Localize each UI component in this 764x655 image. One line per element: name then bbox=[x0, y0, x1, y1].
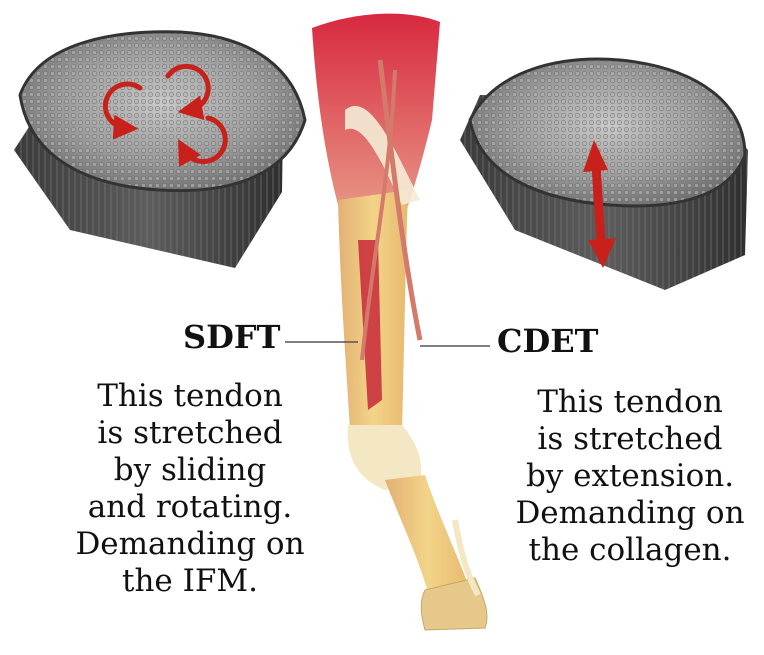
sdft-cross-section bbox=[14, 30, 307, 268]
cdet-description: This tendon is stretched by extension. D… bbox=[480, 384, 764, 569]
cdet-description-line: Demanding on bbox=[515, 495, 745, 531]
sdft-description-line: the IFM. bbox=[122, 563, 258, 599]
double-headed-arrow-icon bbox=[583, 140, 616, 268]
sdft-description-line: is stretched bbox=[97, 415, 283, 451]
cdet-description-line: the collagen. bbox=[528, 532, 732, 568]
cdet-description-line: This tendon bbox=[537, 384, 723, 420]
sdft-description-line: and rotating. bbox=[87, 489, 293, 525]
sdft-description-line: by sliding bbox=[113, 452, 267, 488]
sdft-description: This tendon is stretched by sliding and … bbox=[40, 378, 340, 600]
sdft-description-line: This tendon bbox=[97, 378, 283, 414]
sdft-description-line: Demanding on bbox=[75, 526, 305, 562]
cdet-label: CDET bbox=[497, 322, 599, 360]
leg-illustration bbox=[312, 13, 488, 631]
rotation-arrows-icon bbox=[102, 63, 228, 167]
cdet-cross-section bbox=[460, 57, 748, 290]
cdet-description-line: is stretched bbox=[537, 421, 723, 457]
sdft-label: SDFT bbox=[183, 318, 281, 356]
cdet-description-line: by extension. bbox=[525, 458, 735, 494]
